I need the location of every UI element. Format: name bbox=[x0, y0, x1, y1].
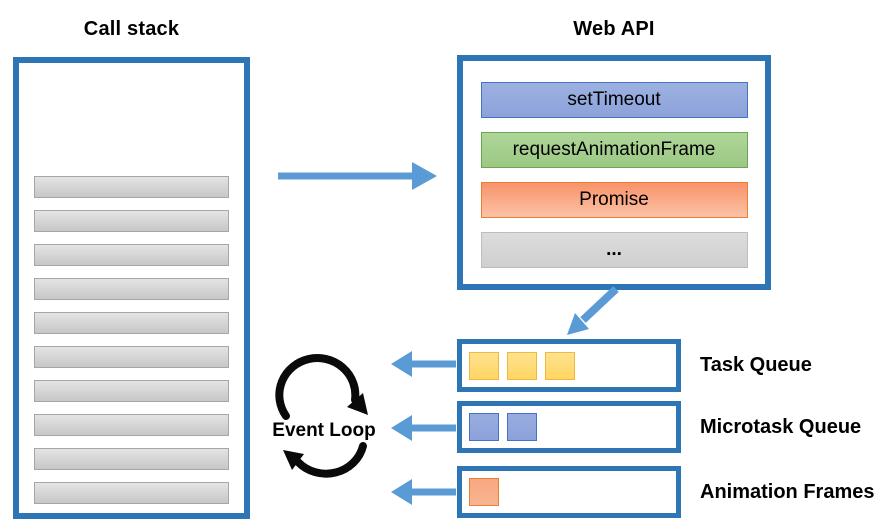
stack-frame-bar bbox=[34, 176, 229, 198]
webapi-item-ellipsis: ... bbox=[480, 232, 748, 268]
webapi-to-taskqueue-arrow bbox=[567, 286, 619, 335]
event-loop-cycle-icon bbox=[275, 354, 368, 478]
stack-frame-bar bbox=[34, 346, 229, 368]
stack-frame-bar bbox=[34, 414, 229, 436]
event-loop-arc-bottom bbox=[294, 442, 367, 478]
task-queue-label: Task Queue bbox=[700, 354, 812, 376]
taskqueue-to-eventloop-arrow bbox=[391, 351, 456, 377]
web-api-items: setTimeout requestAnimationFrame Promise… bbox=[463, 61, 765, 284]
task-queue-box bbox=[457, 339, 681, 392]
callstack-to-webapi-arrow bbox=[278, 162, 437, 190]
webapi-item-promise: Promise bbox=[480, 182, 748, 218]
microtask-queue-box bbox=[457, 401, 681, 453]
microtaskqueue-to-eventloop-arrow bbox=[391, 415, 456, 441]
animation-frames-items bbox=[462, 471, 676, 513]
stack-frame-bar bbox=[34, 482, 229, 504]
call-stack-title: Call stack bbox=[83, 18, 180, 40]
stack-frame-bar bbox=[34, 448, 229, 470]
microtask-queue-label: Microtask Queue bbox=[700, 415, 862, 438]
call-stack-frames bbox=[19, 63, 244, 513]
web-api-box: setTimeout requestAnimationFrame Promise… bbox=[457, 55, 771, 290]
webapi-item-settimeout: setTimeout bbox=[480, 82, 748, 118]
animationframes-to-eventloop-arrow bbox=[391, 479, 456, 505]
microtask-queue-item bbox=[507, 413, 537, 441]
animation-frames-box bbox=[457, 466, 681, 518]
stack-frame-bar bbox=[34, 210, 229, 232]
task-queue-item bbox=[545, 351, 575, 380]
event-loop-label: Event Loop bbox=[272, 420, 376, 441]
event-loop-arc-bottom-head bbox=[283, 450, 304, 470]
stack-frame-bar bbox=[34, 380, 229, 402]
animation-frames-label: Animation Frames bbox=[700, 480, 875, 503]
event-loop-arc-top bbox=[275, 354, 360, 420]
task-queue-items bbox=[462, 344, 676, 387]
stack-frame-bar bbox=[34, 244, 229, 266]
animation-frame-item bbox=[469, 478, 499, 506]
event-loop-arc-top-head bbox=[347, 393, 368, 415]
web-api-title: Web API bbox=[573, 18, 655, 40]
microtask-queue-items bbox=[462, 406, 676, 448]
microtask-queue-item bbox=[469, 413, 499, 441]
webapi-item-requestanimationframe: requestAnimationFrame bbox=[480, 132, 748, 168]
stack-frame-bar bbox=[34, 312, 229, 334]
task-queue-item bbox=[507, 351, 537, 380]
task-queue-item bbox=[469, 351, 499, 380]
call-stack-box bbox=[13, 57, 250, 519]
stack-frame-bar bbox=[34, 278, 229, 300]
